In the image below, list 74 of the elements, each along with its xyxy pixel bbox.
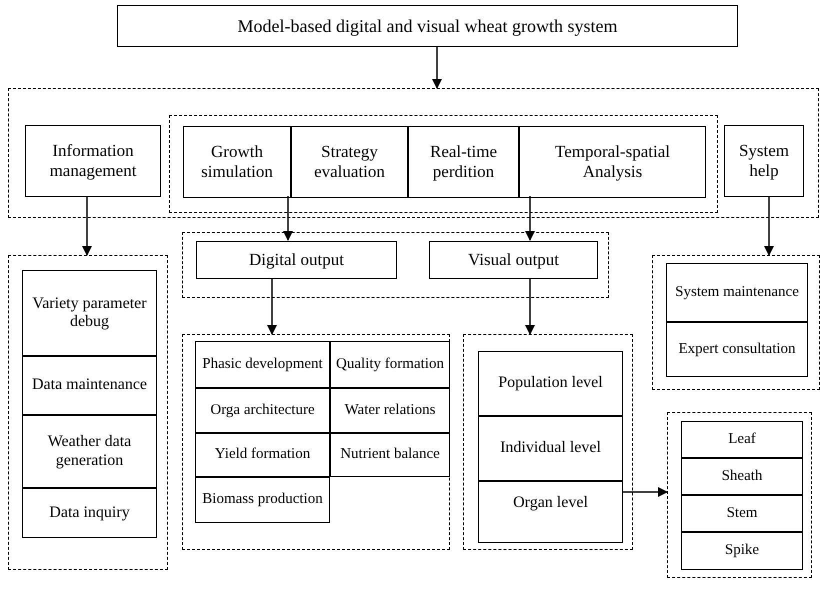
process-box bbox=[22, 270, 157, 356]
box-label: Spike bbox=[724, 542, 760, 560]
box-label: Nutrient balance bbox=[340, 446, 440, 464]
box-label: Information management bbox=[48, 141, 138, 181]
box-label: Organ level bbox=[513, 494, 588, 512]
box-label: Strategy evaluation bbox=[313, 142, 386, 182]
process-box bbox=[183, 126, 291, 198]
dashed-group-frame bbox=[169, 115, 718, 213]
process-box bbox=[478, 351, 623, 416]
process-box bbox=[330, 388, 450, 433]
process-box bbox=[25, 125, 161, 197]
box-label: Water relations bbox=[344, 402, 436, 420]
process-box bbox=[195, 341, 330, 388]
process-box bbox=[408, 126, 519, 198]
box-label: Weather data generation bbox=[46, 433, 132, 470]
box-label: Digital output bbox=[249, 250, 344, 270]
box-label: Sheath bbox=[722, 468, 762, 486]
process-box bbox=[478, 481, 623, 543]
process-box bbox=[681, 421, 803, 458]
dashed-group-frame bbox=[463, 334, 633, 550]
process-box bbox=[196, 241, 397, 279]
process-box bbox=[519, 126, 706, 198]
box-label: Growth simulation bbox=[200, 142, 274, 182]
box-label: Data inquiry bbox=[49, 504, 130, 522]
process-box bbox=[429, 241, 598, 279]
dashed-group-frame bbox=[667, 412, 812, 578]
process-box bbox=[22, 356, 157, 415]
box-label: Leaf bbox=[728, 430, 756, 448]
arrow bbox=[525, 196, 535, 241]
process-box bbox=[22, 415, 157, 488]
box-label: Quality formation bbox=[336, 356, 444, 374]
box-label: Data maintenance bbox=[32, 376, 148, 395]
process-box bbox=[291, 126, 408, 198]
process-box bbox=[117, 5, 738, 47]
arrow bbox=[764, 196, 774, 256]
process-box bbox=[666, 263, 808, 322]
dashed-group-frame bbox=[652, 255, 820, 390]
dashed-group-frame bbox=[8, 88, 819, 218]
arrow bbox=[432, 47, 442, 89]
process-box bbox=[195, 477, 330, 523]
arrow bbox=[283, 196, 293, 241]
box-label: Orga architecture bbox=[210, 402, 315, 420]
process-box bbox=[666, 322, 808, 377]
arrow bbox=[622, 487, 668, 497]
box-label: Temporal-spatial Analysis bbox=[554, 142, 671, 182]
box-label: Population level bbox=[498, 374, 603, 393]
box-label: Expert consultation bbox=[678, 340, 796, 358]
box-label: Phasic development bbox=[202, 356, 323, 374]
process-box bbox=[681, 458, 803, 495]
box-label: Yield formation bbox=[214, 446, 310, 464]
box-label: Stem bbox=[726, 504, 758, 522]
process-box bbox=[330, 433, 450, 477]
box-label: Individual level bbox=[500, 439, 601, 458]
process-box bbox=[681, 495, 803, 532]
box-label: Visual output bbox=[468, 250, 560, 270]
process-box bbox=[681, 532, 803, 570]
box-label: System maintenance bbox=[675, 284, 799, 302]
box-label: Real-time perdition bbox=[428, 142, 498, 182]
arrow bbox=[82, 196, 92, 256]
dashed-group-frame bbox=[8, 255, 168, 570]
arrow bbox=[525, 278, 535, 335]
dashed-group-frame bbox=[182, 232, 609, 298]
process-box bbox=[478, 416, 623, 481]
box-label: Biomass production bbox=[202, 491, 323, 509]
box-label: Variety parameter debug bbox=[31, 294, 148, 332]
process-box bbox=[195, 388, 330, 433]
process-box bbox=[330, 341, 450, 388]
box-label: Model-based digital and visual wheat growth system bbox=[238, 16, 618, 36]
box-label: System help bbox=[738, 141, 790, 181]
process-box bbox=[195, 433, 330, 477]
process-box bbox=[724, 125, 804, 197]
arrow bbox=[267, 278, 277, 335]
process-box bbox=[22, 488, 157, 538]
dashed-group-frame bbox=[182, 334, 450, 550]
